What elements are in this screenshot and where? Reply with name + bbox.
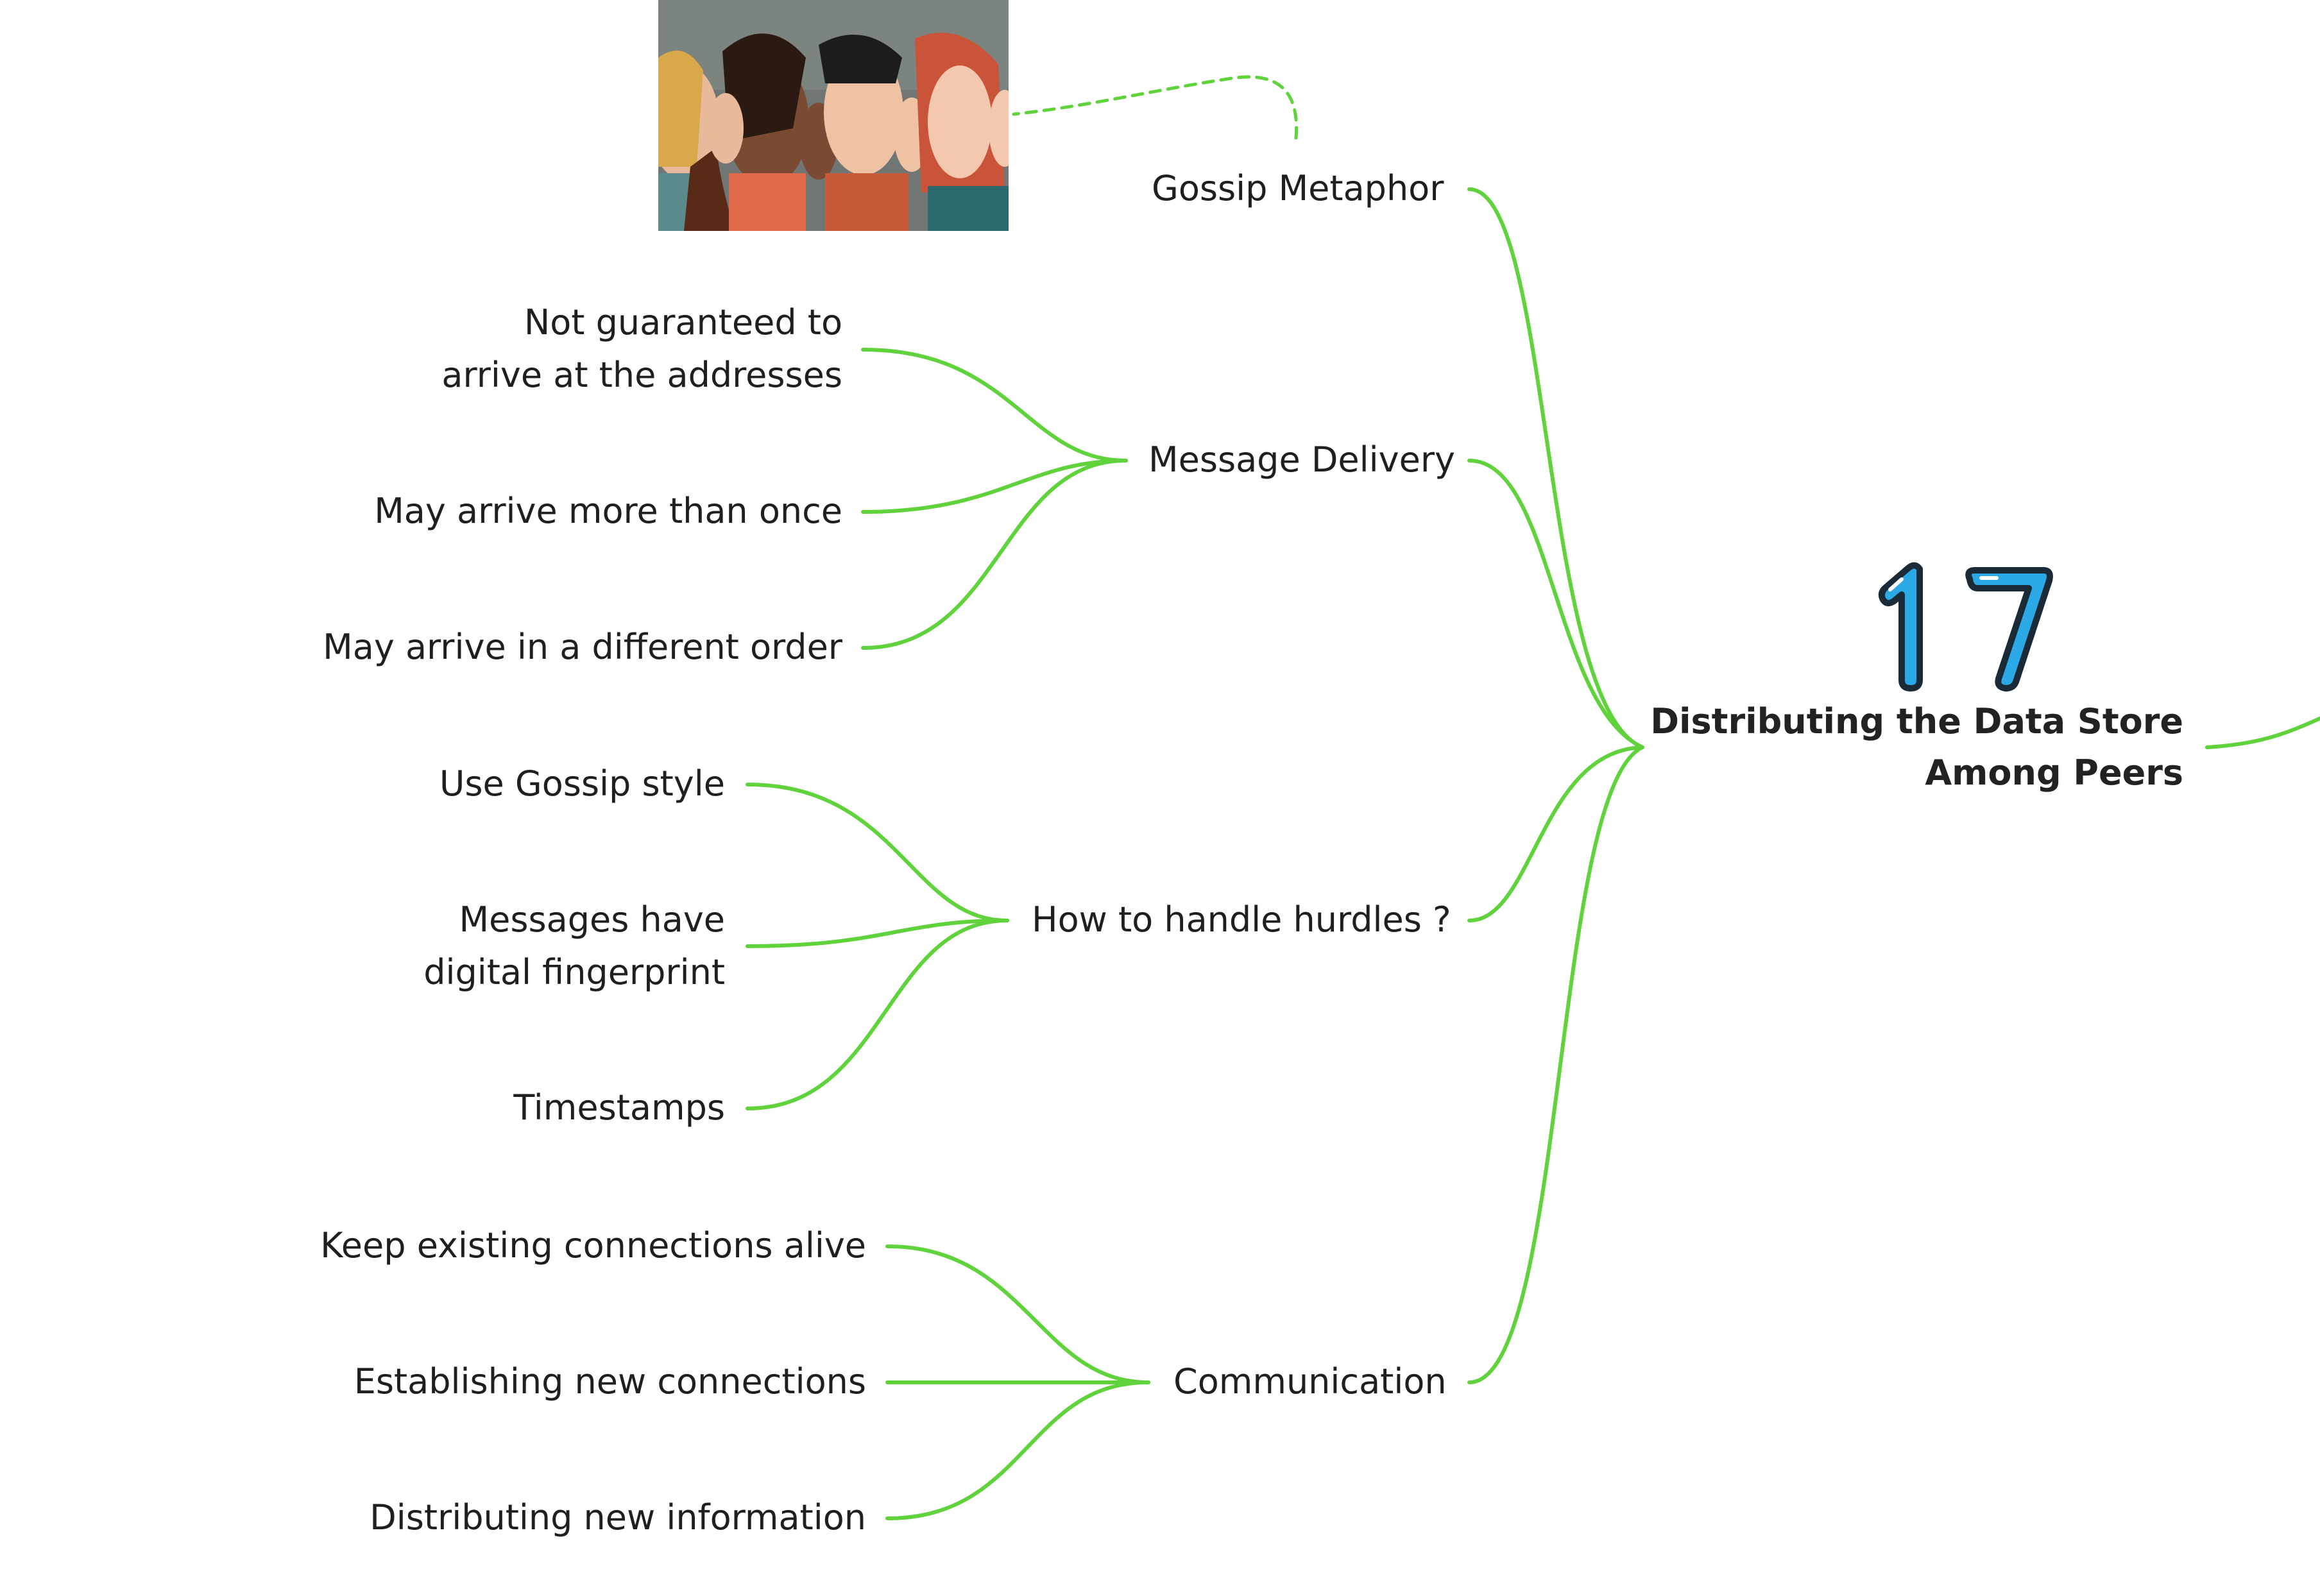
branch-how-to-handle-hurdles[interactable]: How to handle hurdles ?: [1032, 899, 1451, 940]
leaf-arrive-more-than-once[interactable]: May arrive more than once: [374, 491, 842, 531]
connector-root-hurdles: [1467, 745, 1644, 922]
connector-gossip-image-dashed: [1012, 75, 1299, 140]
connector-h-1: [746, 783, 1009, 922]
number-17-badge: 17: [1848, 542, 2053, 692]
leaf-keep-connections-alive[interactable]: Keep existing connections alive: [320, 1225, 866, 1266]
connector-h-2: [746, 919, 1009, 948]
connector-c-1: [885, 1244, 1150, 1384]
leaf-establishing-connections[interactable]: Establishing new connections: [354, 1361, 866, 1402]
connector-md-1: [861, 348, 1128, 463]
root-title-line2: Among Peers: [1925, 752, 2183, 793]
connector-root-message-delivery: [1467, 459, 1644, 749]
connector-root-gossip-metaphor: [1467, 187, 1644, 749]
leaf-digital-fingerprint-line2: digital fingerprint: [423, 952, 725, 992]
leaf-not-guaranteed[interactable]: Not guaranteed to arrive at the addresse…: [441, 296, 842, 402]
leaf-digital-fingerprint-line1: Messages have: [459, 899, 725, 940]
leaf-distributing-information[interactable]: Distributing new information: [370, 1497, 866, 1538]
connector-h-3: [746, 919, 1009, 1110]
root-number-text: 17: [1848, 542, 1849, 543]
leaf-timestamps[interactable]: Timestamps: [513, 1087, 725, 1128]
leaf-use-gossip-style[interactable]: Use Gossip style: [439, 763, 725, 804]
connector-root-communication: [1467, 745, 1644, 1384]
leaf-digital-fingerprint[interactable]: Messages have digital fingerprint: [423, 894, 725, 999]
people-whispering-image: [658, 0, 1009, 231]
leaf-different-order[interactable]: May arrive in a different order: [323, 627, 842, 667]
root-node-title[interactable]: Distributing the Data Store Among Peers: [1606, 696, 2183, 799]
branch-gossip-metaphor[interactable]: Gossip Metaphor: [1152, 168, 1444, 208]
leaf-not-guaranteed-line2: arrive at the addresses: [441, 355, 842, 395]
connector-root-right: [2205, 717, 2320, 749]
connector-c-3: [885, 1380, 1150, 1520]
branch-message-delivery[interactable]: Message Delivery: [1148, 439, 1455, 480]
connector-md-3: [861, 459, 1128, 650]
connector-md-2: [861, 459, 1128, 514]
root-title-line1: Distributing the Data Store: [1650, 701, 2183, 742]
leaf-not-guaranteed-line1: Not guaranteed to: [524, 302, 842, 343]
branch-communication[interactable]: Communication: [1173, 1361, 1447, 1402]
